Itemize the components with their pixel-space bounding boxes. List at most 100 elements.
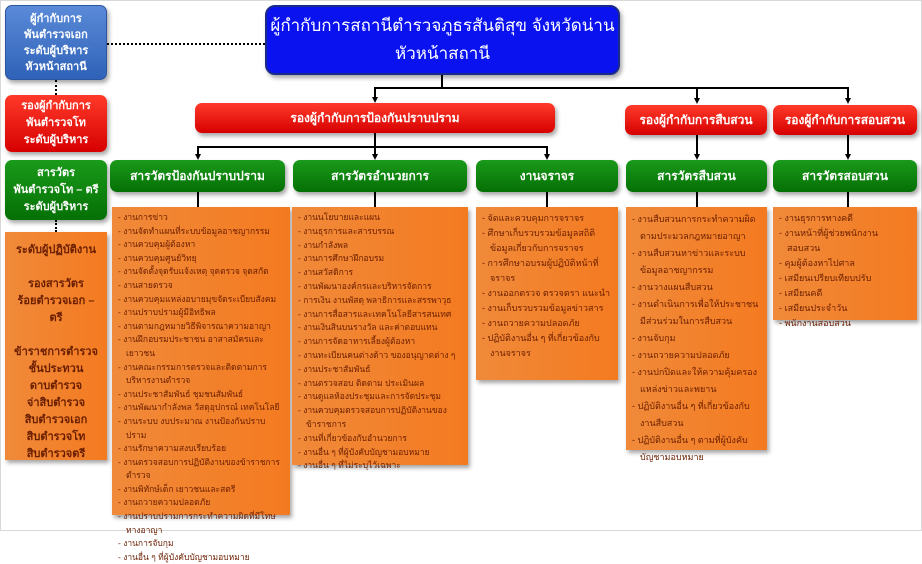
deputy-label: รองผู้กำกับการสอบสวน [784, 112, 906, 127]
legend-text: หัวหน้าสถานี [25, 60, 87, 73]
task-item: งานการสื่อสารและเทคโนโลยีสารสนเทศ [298, 308, 462, 322]
task-item: งานสืบสวนการกระทำความผิดตามประมวลกฎหมายอ… [632, 211, 761, 245]
connector-line [546, 146, 548, 154]
legend-deputy: รองผู้กำกับการ พันตำรวจโท ระดับผู้บริหาร [5, 95, 107, 152]
deputy-inquiry-box: รองผู้กำกับการสอบสวน [773, 105, 917, 135]
tasks-admin: งานนโยบายและแผนงานธุรการและสารบรรณงานกำล… [292, 207, 468, 470]
unit-prevention-box: สารวัตรป้องกันปราบปราม [110, 160, 285, 192]
task-item: งานธุรการทางคดี [779, 211, 911, 226]
connector-line [847, 135, 849, 154]
legend-text: พันตำรวจโท [26, 117, 86, 129]
tasks-prevention: งานการข่าวงานจัดทำแผนที่ระบบข้อมูลอาชญาก… [112, 207, 290, 562]
task-item: งานกำลังพล [298, 239, 462, 253]
tasks-traffic: จัดและควบคุมการจราจรศึกษาเก็บรวบรวมข้อมู… [476, 207, 618, 380]
legend-text: ระดับผู้ปฏิบัติงาน [16, 244, 96, 256]
dotted-connector [55, 220, 57, 232]
unit-inquiry-box: สารวัตรสอบสวน [773, 160, 917, 192]
connector-line [696, 192, 698, 207]
legend-text: จ่าสิบตำรวจ [26, 397, 86, 409]
tasks-investigation: งานสืบสวนการกระทำความผิดตามประมวลกฎหมายอ… [626, 207, 767, 462]
legend-text: ร้อยตำรวจเอก – ตรี [17, 295, 95, 324]
task-item: งานจัดทำแผนที่ระบบข้อมูลอาชญากรรม [118, 225, 284, 239]
connector-line [696, 87, 698, 99]
task-item: งานอื่น ๆ ที่ผู้บังคับบัญชามอบหมาย [298, 446, 462, 460]
task-item: เสมียนคดี [779, 286, 911, 301]
task-item: งานปกปิดและให้ความคุ้มครองแหล่งข่าวและพย… [632, 364, 761, 398]
task-item: ปฏิบัติงานอื่น ๆ ตามที่ผู้บังคับบัญชามอบ… [632, 432, 761, 466]
task-item: เสมียนประจำวัน [779, 301, 911, 316]
task-item: งานการศึกษาฝึกอบรม [298, 252, 462, 266]
task-item: งานการจัดอาหารเลี้ยงผู้ต้องหา [298, 335, 462, 349]
unit-label: งานจราจร [519, 168, 575, 183]
connector-line [374, 87, 849, 89]
legend-text: พันตำรวจโท – ตรี [13, 183, 99, 196]
task-item: งานหน้าที่ผู้ช่วยพนักงานสอบสวน [779, 226, 911, 256]
legend-text: สารวัตร [36, 166, 76, 179]
legend-text: ระดับผู้บริหาร [23, 134, 89, 146]
unit-admin-box: สารวัตรอำนวยการ [293, 160, 467, 192]
task-item: งานควบคุมผู้ต้องหา [118, 238, 284, 252]
task-item: งานประชาสัมพันธ์ [298, 363, 462, 377]
task-item: งานการจับกุม [118, 537, 284, 551]
station-head-box: ผู้กำกับการสถานีตำรวจภูธรสันติสุข จังหวั… [265, 5, 620, 75]
task-item: งานเงินสินบนรางวัล และค่าตอบแทน [298, 321, 462, 335]
dotted-connector [107, 43, 265, 45]
task-item: งานควบคุมแหล่งอบายมุขจัดระเบียบสังคม [118, 293, 284, 307]
legend-text: ดาบตำรวจ [29, 380, 83, 392]
task-item: งานดูแลห้องประชุมและการจัดประชุม [298, 390, 462, 404]
task-item: งานจัดตั้งจุดรับแจ้งเหตุ จุดตรวจ จุดสกัด [118, 265, 284, 279]
task-item: งานสืบสวนหาข่าวและระบบข้อมูลอาชญากรรม [632, 245, 761, 279]
task-item: เสมียนเปรียบเทียบปรับ [779, 271, 911, 286]
task-item: งานควบคุมตรวจสอบการปฏิบัติงานของข้าราชกา… [298, 404, 462, 432]
arrow-icon [372, 97, 378, 103]
task-item: งานรักษาความสงบเรียบร้อย [118, 442, 284, 456]
task-item: การศึกษาอบรมผู้ปฏิบัติหน้าที่จราจร [482, 256, 612, 286]
connector-line [696, 135, 698, 154]
task-item: งานถวายความปลอดภัย [482, 316, 612, 331]
task-item: ปฏิบัติงานอื่น ๆ ที่เกี่ยวข้องกับงานจราจ… [482, 331, 612, 361]
task-item: งานประชาสัมพันธ์ ชุมชนสัมพันธ์ [118, 388, 284, 402]
task-item: จัดและควบคุมการจราจร [482, 211, 612, 226]
head-title: ผู้กำกับการสถานีตำรวจภูธรสันติสุข จังหวั… [270, 16, 615, 35]
legend-text: ระดับผู้บริหาร [23, 44, 89, 57]
task-item: งานฝึกอบรมประชาชน อาสาสมัครและเยาวชน [118, 333, 284, 360]
arrow-icon [694, 154, 700, 160]
legend-text: ผู้กำกับการ [30, 12, 82, 25]
connector-line [374, 146, 376, 154]
task-item: ศึกษาเก็บรวบรวมข้อมูลสถิติข้อมูลเกี่ยวกั… [482, 226, 612, 256]
unit-investigation-box: สารวัตรสืบสวน [626, 160, 767, 192]
task-item: งานถวายความปลอดภัย [632, 347, 761, 364]
task-item: การเงิน งานพัสดุ พลาธิการและสรรพาวุธ [298, 294, 462, 308]
task-item: งานสวัสดิการ [298, 266, 462, 280]
task-item: คุมผู้ต้องหาไปศาล [779, 256, 911, 271]
deputy-prevention-box: รองผู้กำกับการป้องกันปราบปราม [195, 103, 555, 133]
task-item: งานจับกุม [632, 330, 761, 347]
task-item: งานดำเนินการเพื่อให้ประชาชนมีส่วนร่วมในก… [632, 296, 761, 330]
legend-text: พันตำรวจเอก [24, 28, 88, 41]
unit-label: สารวัตรป้องกันปราบปราม [130, 168, 265, 183]
task-item: งานคณะกรรมการตรวจและติดตามการบริหารงานตำ… [118, 361, 284, 388]
legend-text: ระดับผู้บริหาร [23, 200, 89, 213]
unit-label: สารวัตรสืบสวน [657, 168, 736, 183]
dotted-connector [55, 80, 57, 95]
unit-label: สารวัตรอำนวยการ [331, 168, 429, 183]
legend-operational: ระดับผู้ปฏิบัติงาน รองสารวัตร ร้อยตำรวจเ… [5, 232, 107, 460]
arrow-icon [372, 154, 378, 160]
task-item: งานพัฒนาองค์กรและบริหารจัดการ [298, 280, 462, 294]
legend-text: ข้าราชการตำรวจ [14, 346, 98, 358]
task-item: งานระบบ งบประมาณ งานป้องกันปราบปราม [118, 415, 284, 442]
task-item: งานปราบปรามการกระทำความผิดที่มีโทษทางอาญ… [118, 510, 284, 537]
connector-line [197, 146, 199, 154]
task-item: งานการข่าว [118, 211, 284, 225]
task-item: พนักงานสอบสวน [779, 316, 911, 331]
task-item: งานพัฒนากำลังพล วัสดุอุปกรณ์ เทคโนโลยี [118, 401, 284, 415]
task-item: งานนโยบายและแผน [298, 211, 462, 225]
deputy-label: รองผู้กำกับการป้องกันปราบปราม [290, 110, 460, 125]
task-item: งานอื่น ๆ ที่ผู้บังคับบัญชามอบหมาย [118, 551, 284, 564]
connector-line [441, 75, 443, 88]
deputy-investigation-box: รองผู้กำกับการสืบสวน [625, 105, 767, 135]
legend-text: รองผู้กำกับการ [21, 100, 91, 112]
task-item: งานเก็บรวบรวมข้อมูลข่าวสาร [482, 301, 612, 316]
unit-traffic-box: งานจราจร [476, 160, 618, 192]
legend-inspector: สารวัตร พันตำรวจโท – ตรี ระดับผู้บริหาร [5, 160, 107, 220]
